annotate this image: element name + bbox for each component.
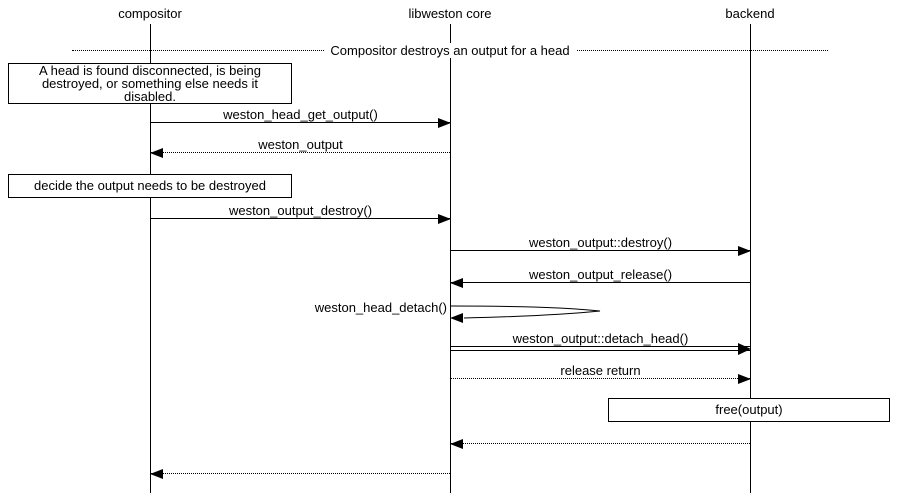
message-label: weston_output_destroy()	[228, 203, 373, 218]
dotted-arrow-left-icon	[150, 469, 450, 479]
double-line-arrow-right-icon	[451, 343, 751, 355]
actor-libweston-core: libweston core	[408, 6, 492, 21]
message-weston-output-destroy: weston_output_destroy()	[151, 203, 451, 224]
message-label: weston_head_get_output()	[223, 107, 378, 122]
return-arrow-libweston-to-compositor	[150, 469, 450, 479]
lifeline-backend	[750, 24, 751, 493]
return-arrow-backend-to-libweston	[450, 439, 750, 449]
solid-arrow-right-icon	[151, 118, 451, 128]
note-free-output: free(output)	[608, 398, 890, 422]
message-weston-output-detach-head-vfunc: weston_output::detach_head()	[451, 331, 751, 355]
dotted-arrow-left-icon	[450, 439, 750, 449]
message-label: weston_output_release()	[528, 267, 673, 282]
dotted-arrow-right-icon	[451, 374, 751, 384]
message-weston-output-destroy-vfunc: weston_output::destroy()	[451, 235, 751, 256]
message-weston-output-return: weston_output	[150, 137, 450, 158]
divider-title-wrap: Compositor destroys an output for a head	[0, 43, 900, 58]
solid-arrow-right-icon	[451, 246, 751, 256]
message-weston-head-get-output: weston_head_get_output()	[151, 107, 451, 128]
solid-arrow-left-icon	[450, 278, 750, 288]
actor-compositor: compositor	[118, 6, 182, 21]
message-label: release return	[560, 363, 641, 378]
divider-title: Compositor destroys an output for a head	[324, 43, 576, 58]
solid-arrow-right-icon	[151, 214, 451, 224]
note-decide-destroy: decide the output needs to be destroyed	[8, 174, 292, 198]
self-message-loop-arrow	[450, 305, 601, 323]
message-weston-head-detach-label: weston_head_detach()	[314, 300, 447, 315]
message-weston-output-release: weston_output_release()	[450, 267, 750, 288]
lifeline-libweston-core	[450, 24, 451, 493]
dotted-arrow-left-icon	[150, 148, 450, 158]
actor-backend: backend	[725, 6, 775, 21]
note-head-disconnected: A head is found disconnected, is being d…	[8, 63, 292, 104]
message-label: weston_output::detach_head()	[512, 331, 689, 346]
message-label: weston_output	[258, 137, 343, 152]
message-label: weston_output::destroy()	[528, 235, 673, 250]
message-release-return: release return	[451, 363, 751, 384]
lifeline-compositor	[150, 24, 151, 493]
